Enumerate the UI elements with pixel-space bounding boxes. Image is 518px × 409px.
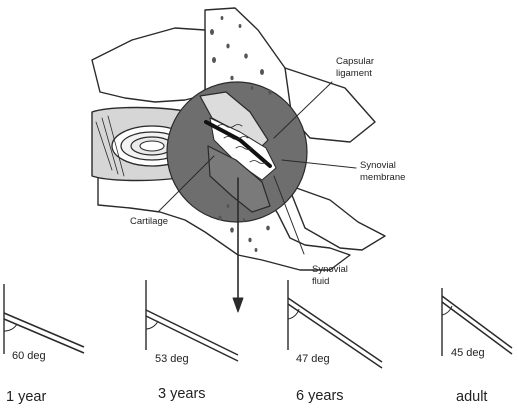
lower-right-process [287, 184, 386, 251]
panel-3-facet-line-b [287, 303, 383, 369]
panel-1-facet-line-b [3, 318, 85, 354]
lower-facet [207, 145, 271, 213]
angle-panel-2 [145, 280, 239, 362]
panel-4-facet-line-a [441, 295, 513, 349]
angle-panel-4 [441, 288, 513, 356]
panel-2-angle-arc [145, 320, 159, 330]
angle-panel-3 [287, 280, 383, 369]
angle-panel-1 [3, 284, 85, 354]
down-arrow-icon [232, 297, 244, 313]
bone-stipple [210, 16, 272, 252]
panel-2-facet-line-a [145, 309, 239, 356]
panel-4-angle-arc [441, 305, 453, 316]
panel-2-facet-line-b [145, 315, 239, 362]
upper-facet [199, 91, 269, 147]
panel-1-angle-label: 60 deg [12, 350, 46, 362]
panel-2-age-label: 3 years [158, 386, 206, 402]
panel-4-angle-label: 45 deg [451, 347, 485, 359]
joint-illustration [91, 7, 386, 313]
capsular-ligament-leader [273, 81, 333, 139]
synovial-membrane-lines [217, 124, 267, 164]
synovial-membrane-leader [281, 159, 357, 169]
cartilage-label: Cartilage [130, 216, 168, 227]
panel-4-age-label: adult [456, 389, 487, 405]
panel-2-angle-label: 53 deg [155, 353, 189, 365]
panel-1-age-label: 1 year [6, 389, 46, 405]
panel-3-age-label: 6 years [296, 388, 344, 404]
panel-1-facet-line-a [3, 312, 85, 348]
disc-striations [95, 115, 193, 177]
synovial-fluid-label: Synovial fluid [312, 264, 351, 287]
cartilage-band [204, 120, 272, 168]
disc-nucleus [139, 140, 165, 152]
panel-3-facet-line-a [287, 297, 383, 363]
capsular-ligament-label: Capsular ligament [336, 56, 377, 79]
synovial-membrane-label: Synovial membrane [360, 160, 405, 183]
cartilage-leader [157, 155, 215, 213]
panel-3-angle-label: 47 deg [296, 353, 330, 365]
angle-panels: 60 deg 53 deg 47 deg 45 deg 1 year 3 yea… [3, 280, 513, 405]
panel-3-angle-arc [287, 308, 300, 320]
upper-left-process [91, 27, 206, 103]
panel-4-facet-line-b [441, 301, 513, 355]
synovial-fluid-leader [273, 175, 305, 255]
panel-1-angle-arc [3, 323, 18, 332]
